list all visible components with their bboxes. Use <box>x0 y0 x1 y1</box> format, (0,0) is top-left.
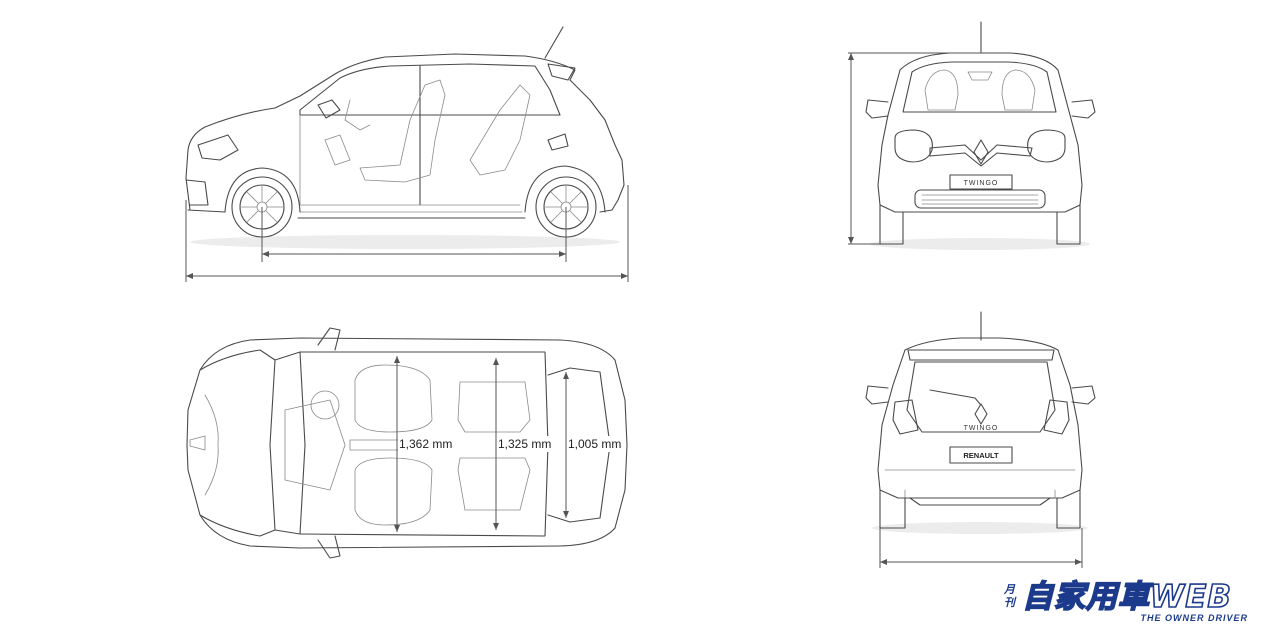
watermark-title: 自家用車WEB <box>1021 579 1232 615</box>
side-ground-shadow <box>190 235 620 249</box>
top-front-left-seat <box>354 364 433 433</box>
side-front-bumper <box>185 179 209 206</box>
top-left-mirror <box>317 327 341 351</box>
rear-spoiler <box>907 349 1055 361</box>
dimension-label-1325: 1,325 mm <box>498 437 551 451</box>
side-steering-wheel <box>344 99 371 131</box>
side-antenna <box>544 26 564 59</box>
top-right-mirror <box>317 535 341 559</box>
top-dimension-lines <box>394 356 569 532</box>
front-height-dimension <box>848 52 980 245</box>
front-ground-shadow <box>870 238 1090 250</box>
watermark-small-text: 月刊 <box>1004 583 1015 609</box>
top-front-right-seat <box>354 457 433 526</box>
front-body-outline <box>877 52 1083 213</box>
top-label-bg-1 <box>398 436 454 452</box>
dimension-label-1005: 1,005 mm <box>568 437 621 451</box>
rear-view: TWINGO RENAULT <box>865 311 1096 568</box>
top-hood-crease <box>204 394 219 496</box>
rear-right-tyre <box>1056 489 1081 529</box>
top-steering-wheel <box>310 390 340 420</box>
front-mirror-inside <box>967 71 993 81</box>
side-window-frame <box>299 63 561 116</box>
front-renault-logo <box>973 139 989 165</box>
rear-diffuser <box>909 497 1051 506</box>
front-lower-grille-lines <box>921 194 1039 205</box>
front-right-mirror <box>1071 99 1096 119</box>
rear-twingo-badge: TWINGO <box>964 425 999 432</box>
top-rear-seat-right <box>457 457 531 511</box>
watermark-tagline: THE OWNER DRIVER <box>1140 613 1248 623</box>
side-door-lower <box>299 114 521 206</box>
front-right-tyre <box>1056 204 1081 245</box>
rear-renault-logo <box>974 403 988 425</box>
side-headlight <box>197 134 239 161</box>
top-front-logo <box>189 435 206 451</box>
rear-plate-text: RENAULT <box>963 451 999 460</box>
side-dashboard <box>324 134 351 166</box>
side-length-dimension <box>185 185 629 282</box>
watermark-logo: 月刊 自家用車WEB THE OWNER DRIVER <box>1004 579 1254 626</box>
rear-window <box>906 361 1056 433</box>
top-hood <box>199 349 276 537</box>
front-left-headlight <box>894 129 933 163</box>
rear-body-outline <box>877 337 1083 499</box>
front-left-tyre <box>879 204 904 245</box>
side-mirror <box>317 99 341 119</box>
side-front-arch <box>224 167 301 213</box>
front-left-mirror <box>865 99 889 119</box>
top-label-bg-3 <box>567 436 623 452</box>
front-twingo-badge: TWINGO <box>964 180 999 187</box>
side-front-seat <box>359 79 446 183</box>
top-view: 1,362 mm 1,325 mm 1,005 mm <box>186 327 628 559</box>
rear-plate <box>949 446 1013 464</box>
side-fuel-flap <box>547 133 569 151</box>
top-windshield <box>274 351 306 535</box>
front-right-headlight <box>1027 129 1066 163</box>
top-label-bg-2 <box>497 436 551 452</box>
side-rear-arch <box>524 165 606 213</box>
rear-wiper <box>929 389 981 405</box>
side-view <box>185 26 629 282</box>
top-body-outline <box>186 337 628 549</box>
front-lower-grille <box>914 189 1046 209</box>
front-plate <box>949 174 1013 190</box>
rear-width-dimension <box>879 528 1083 568</box>
side-wheelbase-dimension <box>261 207 567 262</box>
top-rear-seat-left <box>457 381 531 433</box>
side-rear-seat <box>469 84 531 176</box>
rear-bumper <box>884 469 1076 499</box>
dimension-label-1362: 1,362 mm <box>399 437 452 451</box>
rear-left-mirror <box>865 385 889 405</box>
front-grille-strip <box>929 144 1033 167</box>
rear-left-taillight <box>892 399 919 435</box>
front-windshield <box>902 61 1057 113</box>
front-left-seat <box>924 69 959 111</box>
rear-right-mirror <box>1071 385 1096 405</box>
front-view: TWINGO <box>848 21 1096 250</box>
front-right-seat <box>1001 69 1036 111</box>
rear-ground-shadow <box>872 522 1088 534</box>
side-spoiler <box>547 63 576 81</box>
top-dashboard <box>284 399 346 491</box>
rear-left-tyre <box>879 489 906 529</box>
rear-right-taillight <box>1043 399 1070 435</box>
